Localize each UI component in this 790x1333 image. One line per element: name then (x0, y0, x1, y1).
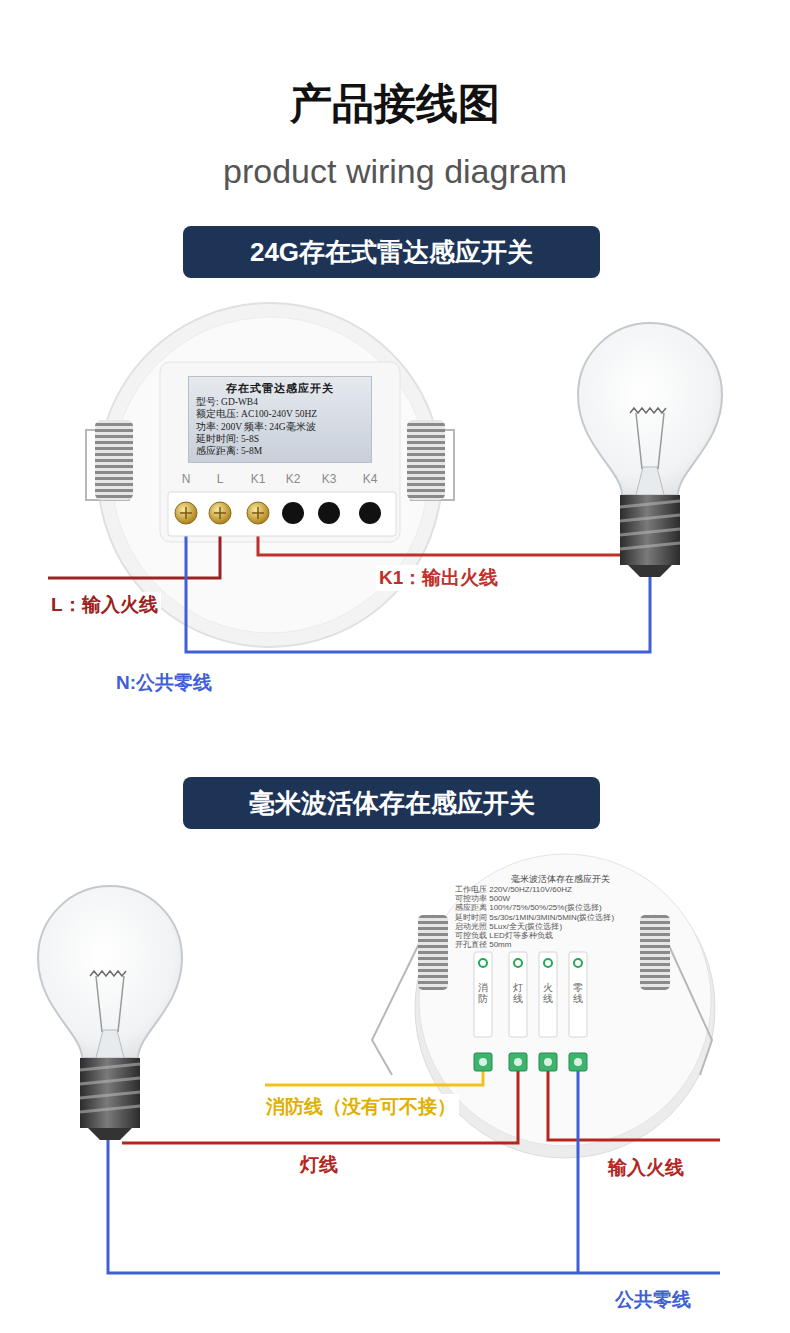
wire-label: L：输入火线 (48, 592, 161, 618)
wire-label: 公共零线 (612, 1287, 694, 1313)
terminal-screw (544, 1058, 552, 1066)
terminal-name: 消防 (478, 982, 488, 1004)
terminal-name: L (205, 472, 235, 486)
terminal-strip (168, 492, 396, 536)
spec-line: 工作电压 220V/50HZ/110V/60HZ (455, 885, 665, 894)
spec-plate: 存在式雷达感应开关型号: GD-WB4额定电压: AC100-240V 50HZ… (188, 376, 372, 463)
sensor-body (160, 362, 400, 542)
spec-line: 可控负载 LED灯等多种负载 (455, 931, 665, 940)
spec-line: 型号: GD-WB4 (196, 396, 364, 408)
terminal-hole (282, 502, 304, 524)
node-heading: 24G存在式雷达感应开关 (250, 226, 533, 278)
spec-line: 可控功率 500W (455, 894, 665, 903)
green-terminal (569, 1053, 587, 1071)
spec-line: 启动光照 5Lux/全天(拨位选择) (455, 922, 665, 931)
light-bulb (38, 886, 182, 1140)
terminal-name: N (171, 472, 201, 486)
spec-line: 延时时间 5s/30s/1MIN/3MIN/5MIN(拨位选择) (455, 913, 665, 922)
page-title: 产品接线图 (0, 76, 790, 132)
terminal-ring (479, 959, 487, 967)
terminal-ring (574, 959, 582, 967)
terminal-screw (479, 1058, 487, 1066)
live-input-wire (548, 1062, 720, 1140)
spec-print: 毫米波活体存在感应开关工作电压 220V/50HZ/110V/60HZ可控功率 … (455, 874, 665, 949)
spring-coil (640, 915, 670, 990)
wire-label: 输入火线 (605, 1155, 687, 1181)
subtitle: product wiring diagram (45, 152, 745, 191)
terminal-ring (544, 959, 552, 967)
terminal-hole (359, 502, 381, 524)
spec-line: 感应距离: 5-8M (196, 445, 364, 457)
terminal-hole (318, 502, 340, 524)
neutral-wire (108, 1138, 720, 1273)
terminal-screw (574, 1058, 582, 1066)
section-banner: 毫米波活体存在感应开关 (183, 777, 600, 829)
terminal-slot (509, 952, 527, 1037)
node-heading: 毫米波活体存在感应开关 (249, 777, 535, 829)
terminal-name: K4 (355, 472, 385, 486)
light-bulb (578, 323, 722, 577)
spec-line: 感应距离 100%/75%/50%/25%(拨位选择) (455, 903, 665, 912)
terminal-slot (539, 952, 557, 1037)
terminal-slot (569, 952, 587, 1037)
green-terminal (509, 1053, 527, 1071)
spec-line: 开孔直径 50mm (455, 940, 665, 949)
spring-coil (95, 420, 133, 500)
wire-label: N:公共零线 (113, 670, 215, 696)
lamp-wire (122, 1062, 518, 1143)
node-heading: 毫米波活体存在感应开关 (455, 874, 665, 885)
green-terminal (474, 1053, 492, 1071)
wire-label: 灯线 (297, 1152, 341, 1178)
green-terminal (539, 1053, 557, 1071)
fire-wire (265, 1062, 483, 1085)
spec-line: 延时时间: 5-8S (196, 433, 364, 445)
spec-line: 功率: 200V 频率: 24G毫米波 (196, 421, 364, 433)
screw-slot (180, 507, 264, 519)
section-banner: 24G存在式雷达感应开关 (183, 226, 600, 278)
spring-coil (407, 420, 445, 500)
wires (108, 1062, 720, 1273)
terminal-name: 零线 (573, 982, 583, 1004)
terminal-name: K2 (278, 472, 308, 486)
terminal-block (168, 492, 396, 536)
terminal-name: K3 (314, 472, 344, 486)
sensor-dome (419, 854, 711, 1146)
node-heading: 存在式雷达感应开关 (196, 381, 364, 396)
wire-label: K1：输出火线 (376, 565, 501, 591)
terminal-block (474, 1053, 587, 1071)
terminal-name: K1 (243, 472, 273, 486)
terminal-name: 火线 (543, 982, 553, 1004)
terminal-screw (514, 1058, 522, 1066)
spec-line: 额定电压: AC100-240V 50HZ (196, 408, 364, 420)
terminal-ring (514, 959, 522, 967)
terminal-name: 灯线 (513, 982, 523, 1004)
spring-coil (418, 915, 448, 990)
neutral-wire (577, 1062, 580, 1273)
terminal-slot (474, 952, 492, 1037)
wire-label: 消防线（没有可不接） (263, 1094, 459, 1120)
